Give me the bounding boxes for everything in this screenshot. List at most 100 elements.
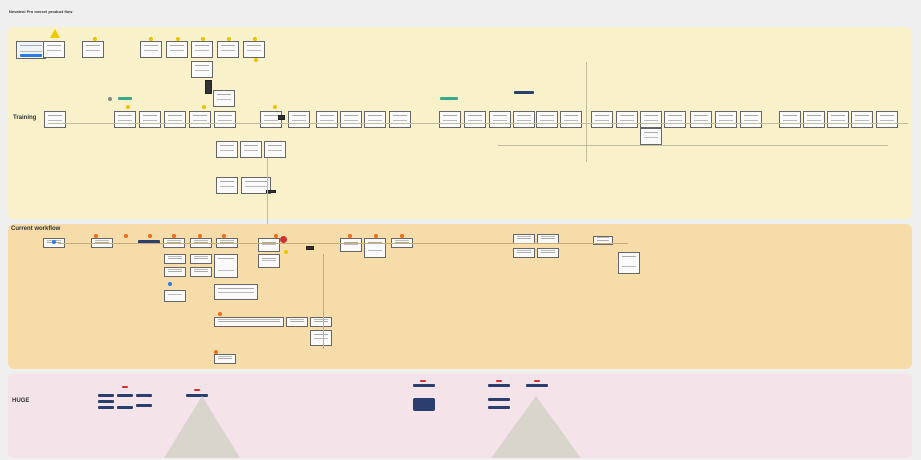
flow-screen[interactable]	[139, 111, 161, 128]
sticky-note[interactable]	[218, 312, 222, 316]
flow-screen[interactable]	[364, 111, 386, 128]
flow-screen[interactable]	[166, 41, 188, 58]
flow-screen[interactable]	[240, 141, 262, 158]
flow-screen[interactable]	[803, 111, 825, 128]
sticky-note[interactable]	[93, 37, 97, 41]
flow-screen[interactable]	[214, 317, 284, 327]
flow-screen[interactable]	[214, 111, 236, 128]
sticky-note[interactable]	[198, 234, 202, 238]
flow-screen[interactable]	[640, 111, 662, 128]
sticky-note[interactable]	[149, 37, 153, 41]
sticky-note[interactable]	[172, 234, 176, 238]
flow-screen[interactable]	[213, 90, 235, 107]
flow-screen[interactable]	[489, 111, 511, 128]
flow-screen[interactable]	[310, 317, 332, 327]
flow-screen[interactable]	[286, 317, 308, 327]
flow-screen[interactable]	[827, 111, 849, 128]
flow-screen[interactable]	[43, 41, 65, 58]
flow-screen[interactable]	[241, 177, 271, 194]
current-workflow-section[interactable]: Current workflow	[8, 224, 912, 369]
flow-screen-dark[interactable]	[205, 80, 212, 94]
sticky-note[interactable]	[194, 389, 200, 391]
sticky-note[interactable]	[400, 234, 404, 238]
flow-screen[interactable]	[114, 111, 136, 128]
flow-screen[interactable]	[164, 267, 186, 277]
sticky-note[interactable]	[273, 105, 277, 109]
flow-screen[interactable]	[316, 111, 338, 128]
flow-screen[interactable]	[310, 330, 332, 346]
sticky-note[interactable]	[222, 234, 226, 238]
flow-screen[interactable]	[164, 290, 186, 302]
sticky-note[interactable]	[227, 37, 231, 41]
flow-screen[interactable]	[217, 41, 239, 58]
sticky-note[interactable]	[496, 380, 502, 382]
flow-screen[interactable]	[214, 284, 258, 300]
flow-screen[interactable]	[536, 111, 558, 128]
flow-screen[interactable]	[690, 111, 712, 128]
flow-screen[interactable]	[288, 111, 310, 128]
flow-screen[interactable]	[618, 252, 640, 274]
flow-screen[interactable]	[591, 111, 613, 128]
flow-screen[interactable]	[715, 111, 737, 128]
flow-screen[interactable]	[664, 111, 686, 128]
huge-section[interactable]: HUGE	[8, 374, 912, 458]
flow-screen[interactable]	[214, 254, 238, 278]
flow-screen[interactable]	[537, 248, 559, 258]
sticky-note[interactable]	[284, 250, 288, 254]
sticky-note[interactable]	[148, 234, 152, 238]
flow-screen[interactable]	[740, 111, 762, 128]
flow-screen[interactable]	[44, 111, 66, 128]
flow-screen[interactable]	[560, 111, 582, 128]
sticky-note[interactable]	[201, 37, 205, 41]
sticky-note[interactable]	[280, 236, 287, 243]
flow-screen[interactable]	[258, 238, 280, 252]
flow-screen[interactable]	[191, 61, 213, 78]
training-section[interactable]: Training	[8, 27, 912, 238]
flow-screen[interactable]	[593, 236, 613, 245]
sticky-note[interactable]	[202, 105, 206, 109]
flow-screen[interactable]	[340, 111, 362, 128]
flow-screen[interactable]	[190, 267, 212, 277]
sticky-note[interactable]	[534, 380, 540, 382]
flow-screen[interactable]	[140, 41, 162, 58]
flow-screen[interactable]	[214, 354, 236, 364]
flow-screen[interactable]	[464, 111, 486, 128]
sticky-note[interactable]	[214, 350, 218, 354]
sticky-note[interactable]	[253, 37, 257, 41]
flow-screen[interactable]	[851, 111, 873, 128]
flow-screen[interactable]	[189, 111, 211, 128]
sticky-note[interactable]	[126, 105, 130, 109]
flow-screen[interactable]	[364, 238, 386, 258]
flow-screen[interactable]	[191, 41, 213, 58]
flow-screen[interactable]	[340, 238, 362, 252]
flow-screen[interactable]	[264, 141, 286, 158]
sticky-note[interactable]	[348, 234, 352, 238]
sticky-note[interactable]	[176, 37, 180, 41]
sticky-note[interactable]	[374, 234, 378, 238]
flow-screen[interactable]	[190, 254, 212, 264]
flow-screen[interactable]	[876, 111, 898, 128]
flow-screen-dark[interactable]	[278, 115, 285, 120]
sticky-note[interactable]	[420, 380, 426, 382]
flow-screen[interactable]	[164, 111, 186, 128]
sticky-note[interactable]	[122, 386, 128, 388]
sticky-note[interactable]	[274, 234, 278, 238]
flow-screen-dark[interactable]	[266, 190, 276, 193]
flow-screen[interactable]	[779, 111, 801, 128]
sticky-note[interactable]	[124, 234, 128, 238]
flow-screen[interactable]	[389, 111, 411, 128]
flow-screen[interactable]	[513, 111, 535, 128]
flow-screen[interactable]	[82, 41, 104, 58]
flow-screen[interactable]	[640, 128, 662, 145]
flow-screen[interactable]	[513, 248, 535, 258]
flow-screen[interactable]	[216, 177, 238, 194]
flow-screen[interactable]	[216, 141, 238, 158]
flow-screen[interactable]	[243, 41, 265, 58]
sticky-note[interactable]	[254, 58, 258, 62]
flow-screen[interactable]	[258, 254, 280, 268]
flow-screen[interactable]	[164, 254, 186, 264]
flow-screen-dark[interactable]	[306, 246, 314, 250]
flow-screen[interactable]	[439, 111, 461, 128]
flow-screen[interactable]	[616, 111, 638, 128]
sticky-note[interactable]	[94, 234, 98, 238]
